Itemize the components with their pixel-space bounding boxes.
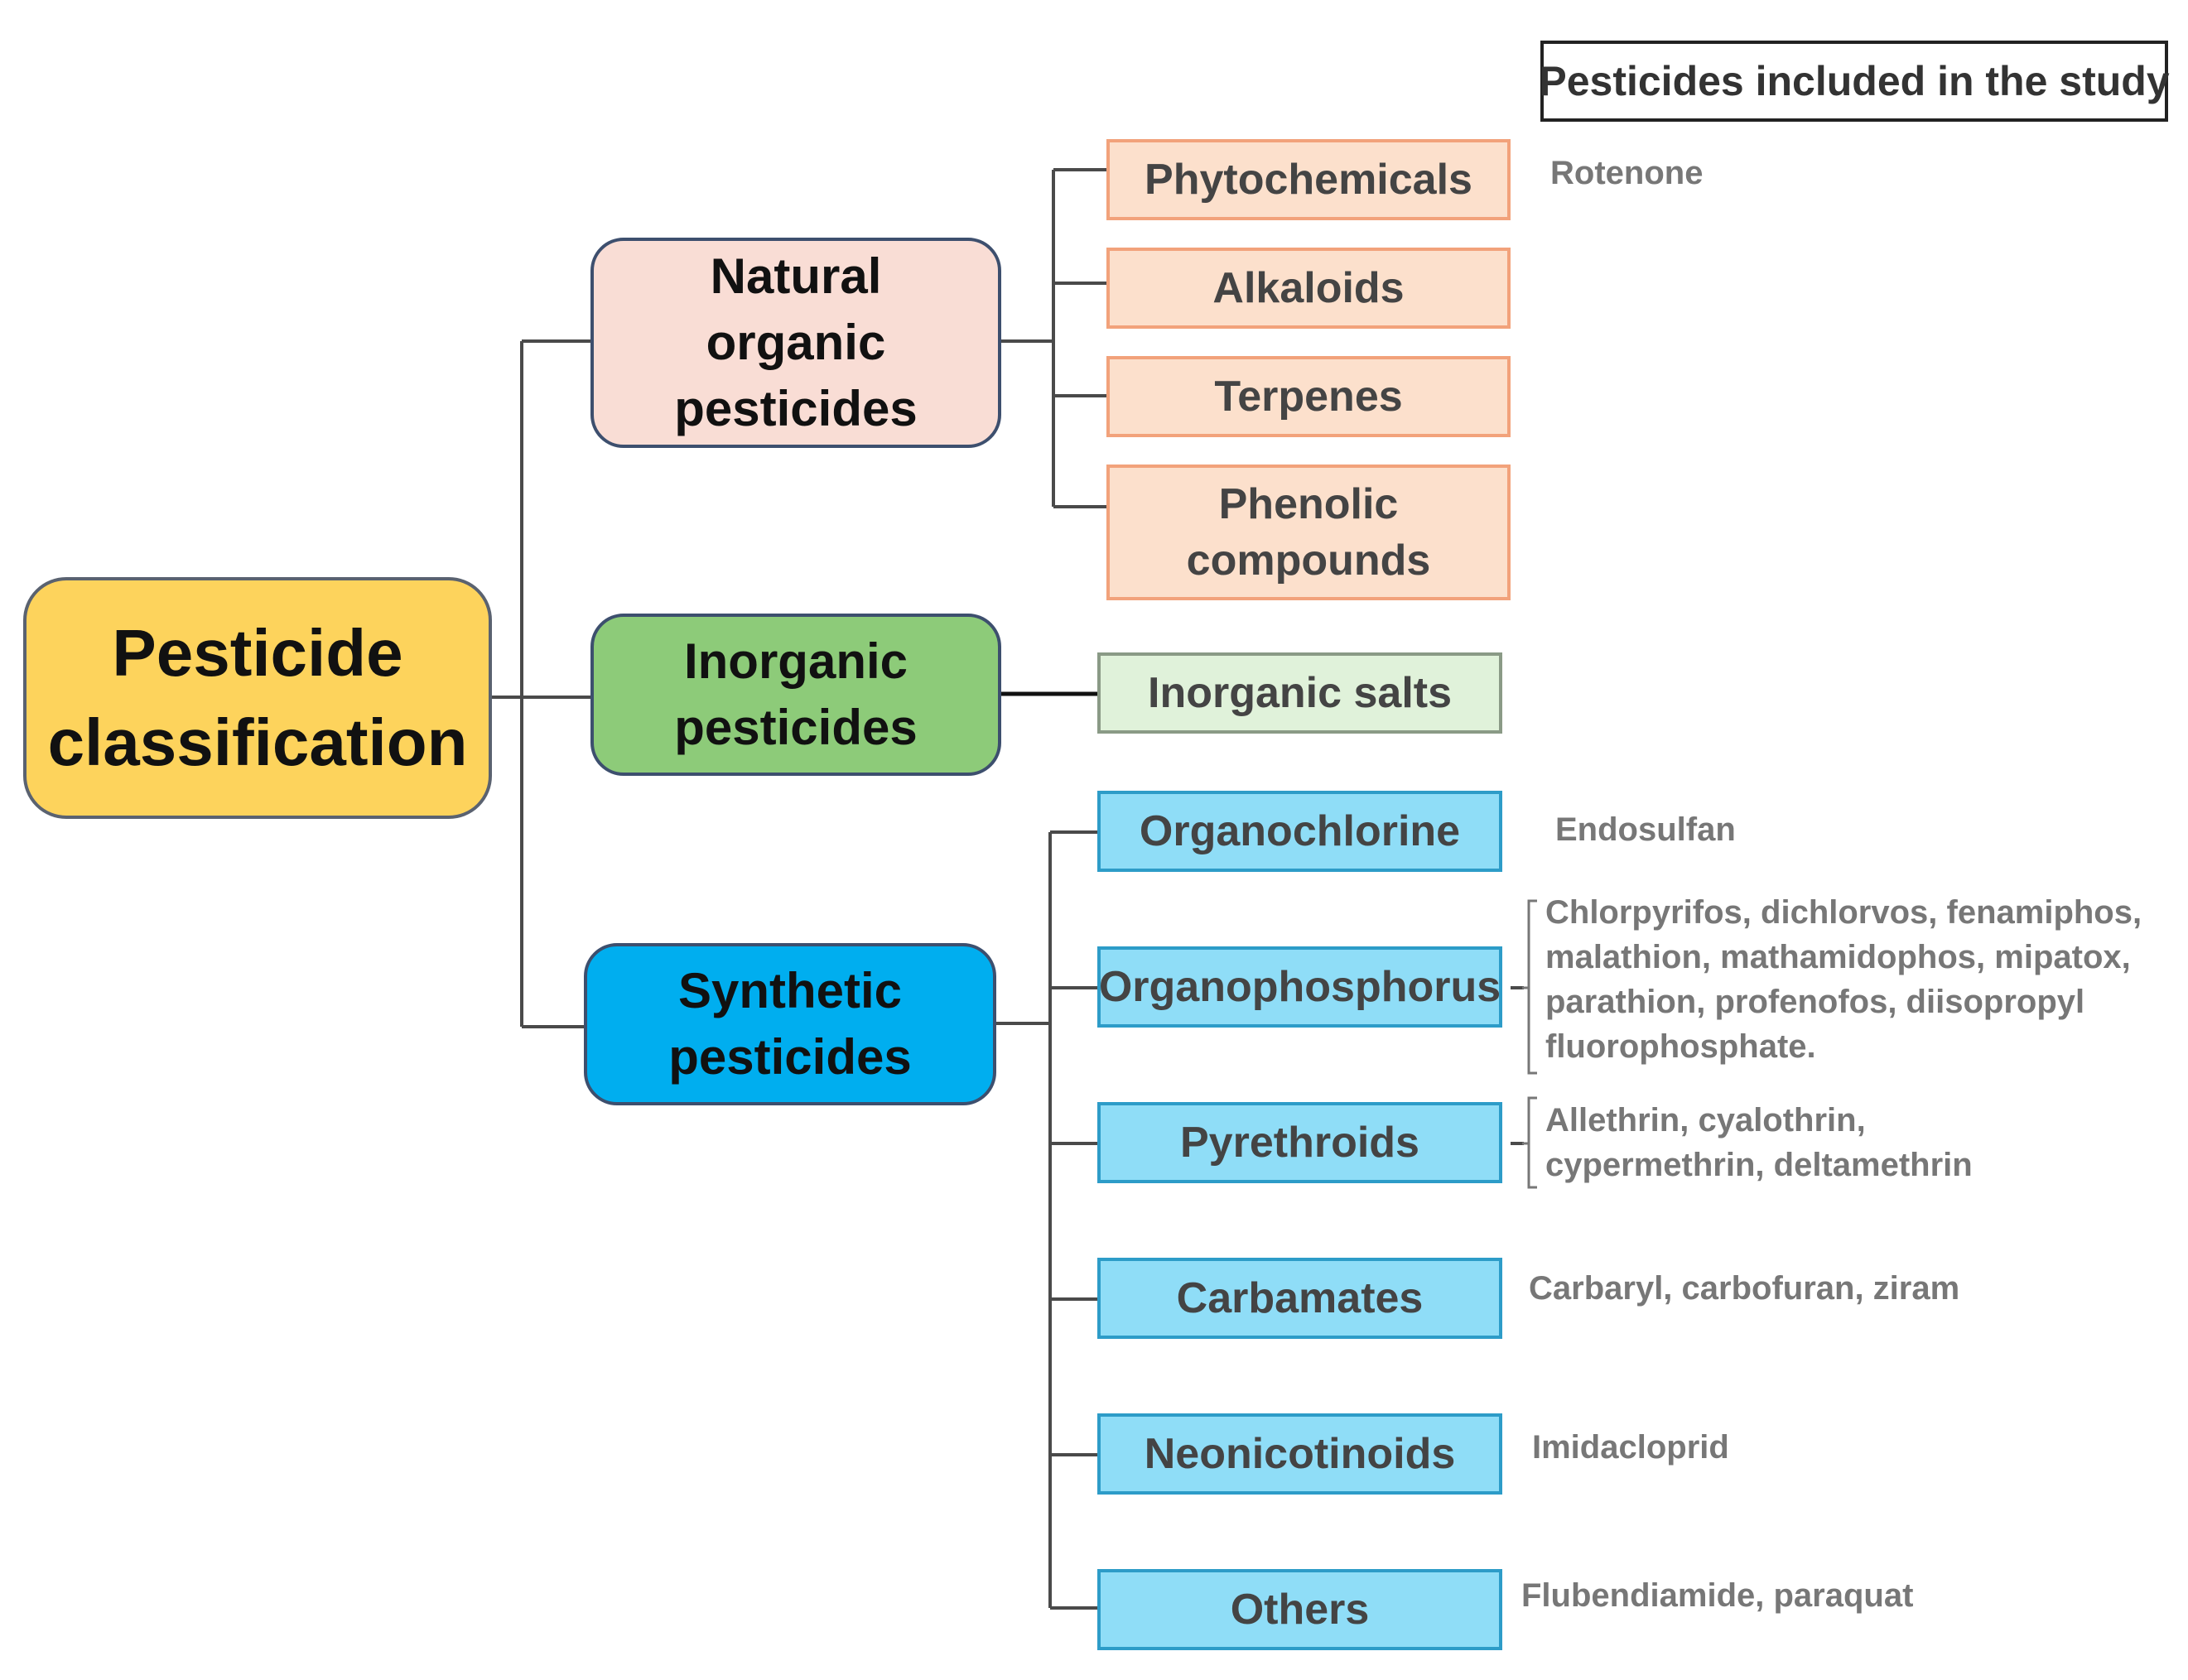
pyrethroids-brace [1522, 1096, 1537, 1189]
note-line: malathion, mathamidophos, mipatox, [1545, 939, 2131, 975]
category-synthetic-pesticides: Synthetic pesticides [584, 943, 996, 1105]
subtype-pyrethroids: Pyrethroids [1097, 1102, 1502, 1183]
note-line: cypermethrin, deltamethrin [1545, 1147, 1973, 1183]
synthetic-branch-line [962, 830, 1097, 1610]
root-node-pesticide-classification: Pesticide classification [23, 577, 492, 819]
note-line: fluorophosphate. [1545, 1028, 1816, 1065]
note-others-examples: Flubendiamide, paraquat [1521, 1577, 1914, 1614]
subtype-inorganic-salts: Inorganic salts [1097, 652, 1502, 734]
subtype-phenolic-compounds: Phenolic compounds [1106, 465, 1511, 600]
natural-branch-line [966, 168, 1106, 508]
subtype-carbamates: Carbamates [1097, 1258, 1502, 1339]
note-pyrethroids-examples: Allethrin, cyalothrin, cypermethrin, del… [1545, 1098, 1973, 1187]
subtype-others: Others [1097, 1569, 1502, 1650]
subtype-terpenes: Terpenes [1106, 356, 1511, 437]
note-endosulfan: Endosulfan [1555, 811, 1736, 848]
root-to-categories-line [444, 339, 669, 1028]
note-organophosphorus-examples: Chlorpyrifos, dichlorvos, fenamiphos, ma… [1545, 890, 2142, 1069]
subtype-organochlorine: Organochlorine [1097, 791, 1502, 872]
subtype-organophosphorus: Organophosphorus [1097, 946, 1502, 1028]
note-carbamates-examples: Carbaryl, carbofuran, ziram [1529, 1270, 1960, 1307]
subtype-phytochemicals: Phytochemicals [1106, 139, 1511, 220]
legend-box: Pesticides included in the study [1539, 41, 2170, 122]
category-natural-organic-pesticides: Natural organic pesticides [590, 238, 1001, 448]
note-line: Allethrin, cyalothrin, [1545, 1102, 1866, 1138]
category-inorganic-pesticides: Inorganic pesticides [590, 614, 1001, 776]
note-rotenone: Rotenone [1550, 155, 1704, 191]
note-line: parathion, profenofos, diisopropyl [1545, 984, 2085, 1020]
organophosphorus-brace [1522, 899, 1537, 1075]
note-line: Chlorpyrifos, dichlorvos, fenamiphos, [1545, 894, 2142, 931]
subtype-neonicotinoids: Neonicotinoids [1097, 1413, 1502, 1495]
subtype-alkaloids: Alkaloids [1106, 248, 1511, 329]
note-imidacloprid: Imidacloprid [1532, 1429, 1729, 1466]
legend-title: Pesticides included in the study [1539, 58, 2170, 104]
